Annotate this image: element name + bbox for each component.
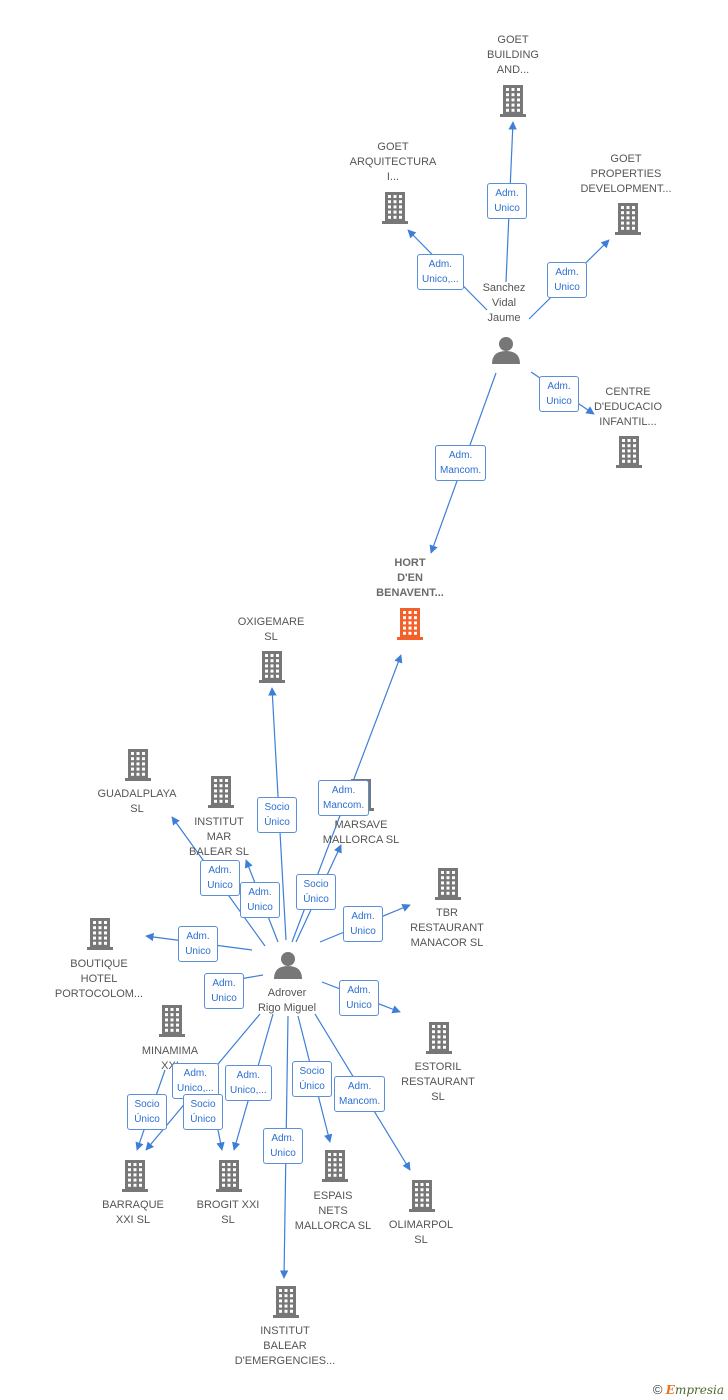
edge-badge-sanchez-to-goet_building[interactable]: Adm. Unico <box>487 183 527 219</box>
edge-badge-adrover-to-olimarpol[interactable]: Adm. Mancom. <box>334 1076 386 1112</box>
node-label-adrover[interactable]: Adrover Rigo Miguel <box>257 987 317 1014</box>
brand-footer: © Empresia <box>653 1382 724 1397</box>
building-icon-olimarpol[interactable] <box>409 1180 435 1212</box>
edge-badge-sanchez-to-centre[interactable]: Adm. Unico <box>539 376 579 412</box>
edge-badge-adrover-to-estoril[interactable]: Adm. Unico <box>339 980 379 1016</box>
building-icon-tbr[interactable] <box>435 868 461 900</box>
edge-badge-adrover-to-oxigemare[interactable]: Socio Único <box>257 797 297 833</box>
building-icon-estoril[interactable] <box>426 1022 452 1054</box>
building-icon-hort[interactable] <box>397 608 423 640</box>
edge-badge-adrover-to-minamima[interactable]: Adm. Unico <box>204 973 244 1009</box>
edge-badge-sanchez-to-goet_arq[interactable]: Adm. Unico,... <box>417 254 464 290</box>
node-label-estoril[interactable]: ESTORIL RESTAURANT SL <box>401 1061 475 1103</box>
node-label-oxigemare[interactable]: OXIGEMARE SL <box>237 616 305 643</box>
edge-badge-adrover-to-tbr[interactable]: Adm. Unico <box>343 906 383 942</box>
edge-badge-adrover-to-barraque[interactable]: Socio Único <box>127 1094 167 1130</box>
edge-badge-adrover-to-marsave[interactable]: Socio Único <box>296 874 336 910</box>
edge-badge-sanchez-to-goet_prop[interactable]: Adm. Unico <box>547 262 587 298</box>
building-icon-brogit[interactable] <box>216 1160 242 1192</box>
node-label-hort[interactable]: HORT D'EN BENAVENT... <box>376 557 444 599</box>
building-icon-institut_mar[interactable] <box>208 776 234 808</box>
edge-badge-adrover-to-hort[interactable]: Adm. Mancom. <box>318 780 370 816</box>
node-label-guadalplaya[interactable]: GUADALPLAYA SL <box>97 788 177 815</box>
node-label-espais[interactable]: ESPAIS NETS MALLORCA SL <box>294 1190 372 1232</box>
building-icon-goet_arq[interactable] <box>382 192 408 224</box>
node-label-tbr[interactable]: TBR RESTAURANT MANACOR SL <box>410 907 484 949</box>
node-label-brogit[interactable]: BROGIT XXI SL <box>196 1199 260 1226</box>
building-icon-institut_emerg[interactable] <box>273 1286 299 1318</box>
brand-logo[interactable]: Empresia <box>665 1383 724 1397</box>
node-label-centre[interactable]: CENTRE D'EDUCACIO INFANTIL... <box>593 386 663 428</box>
building-icon-boutique[interactable] <box>87 918 113 950</box>
node-label-boutique[interactable]: BOUTIQUE HOTEL PORTOCOLOM... <box>54 958 144 1000</box>
node-label-institut_mar[interactable]: INSTITUT MAR BALEAR SL <box>189 816 249 858</box>
building-icon-guadalplaya[interactable] <box>125 749 151 781</box>
edge-badge-adrover-to-institut_mar[interactable]: Adm. Unico <box>240 882 280 918</box>
edge-badge-adrover-to-guadalplaya[interactable]: Adm. Unico <box>200 860 240 896</box>
copyright-icon: © <box>652 1382 663 1397</box>
edge-badge-adrover-to-boutique[interactable]: Adm. Unico <box>178 926 218 962</box>
node-label-olimarpol[interactable]: OLIMARPOL SL <box>388 1219 454 1246</box>
node-label-sanchez[interactable]: Sanchez Vidal Jaume <box>482 282 526 324</box>
building-icon-centre[interactable] <box>616 436 642 468</box>
building-icon-barraque[interactable] <box>122 1160 148 1192</box>
building-icon-oxigemare[interactable] <box>259 651 285 683</box>
building-icon-minamima[interactable] <box>159 1005 185 1037</box>
edge-badge-adrover-to-brogit[interactable]: Adm. Unico,... <box>225 1065 272 1101</box>
node-label-goet_building[interactable]: GOET BUILDING AND... <box>487 34 539 76</box>
building-icon-espais[interactable] <box>322 1150 348 1182</box>
node-label-goet_prop[interactable]: GOET PROPERTIES DEVELOPMENT... <box>580 153 672 195</box>
edge-badge-adrover-to-institut_emerg[interactable]: Adm. Unico <box>263 1128 303 1164</box>
building-icon-goet_building[interactable] <box>500 85 526 117</box>
node-label-goet_arq[interactable]: GOET ARQUITECTURA I... <box>349 141 437 183</box>
node-label-marsave[interactable]: MARSAVE MALLORCA SL <box>322 819 400 846</box>
building-icon-goet_prop[interactable] <box>615 203 641 235</box>
edge-badge-adrover-to-brogit[interactable]: Socio Único <box>183 1094 223 1130</box>
person-icon-adrover[interactable] <box>274 952 302 979</box>
node-label-minamima[interactable]: MINAMIMA XXI <box>141 1045 199 1072</box>
person-icon-sanchez[interactable] <box>492 337 520 364</box>
node-label-barraque[interactable]: BARRAQUE XXI SL <box>102 1199 164 1226</box>
edge-badge-adrover-to-espais[interactable]: Socio Único <box>292 1061 332 1097</box>
node-label-institut_emerg[interactable]: INSTITUT BALEAR D'EMERGENCIES... <box>234 1325 336 1367</box>
edge-badge-sanchez-to-hort[interactable]: Adm. Mancom. <box>435 445 487 481</box>
